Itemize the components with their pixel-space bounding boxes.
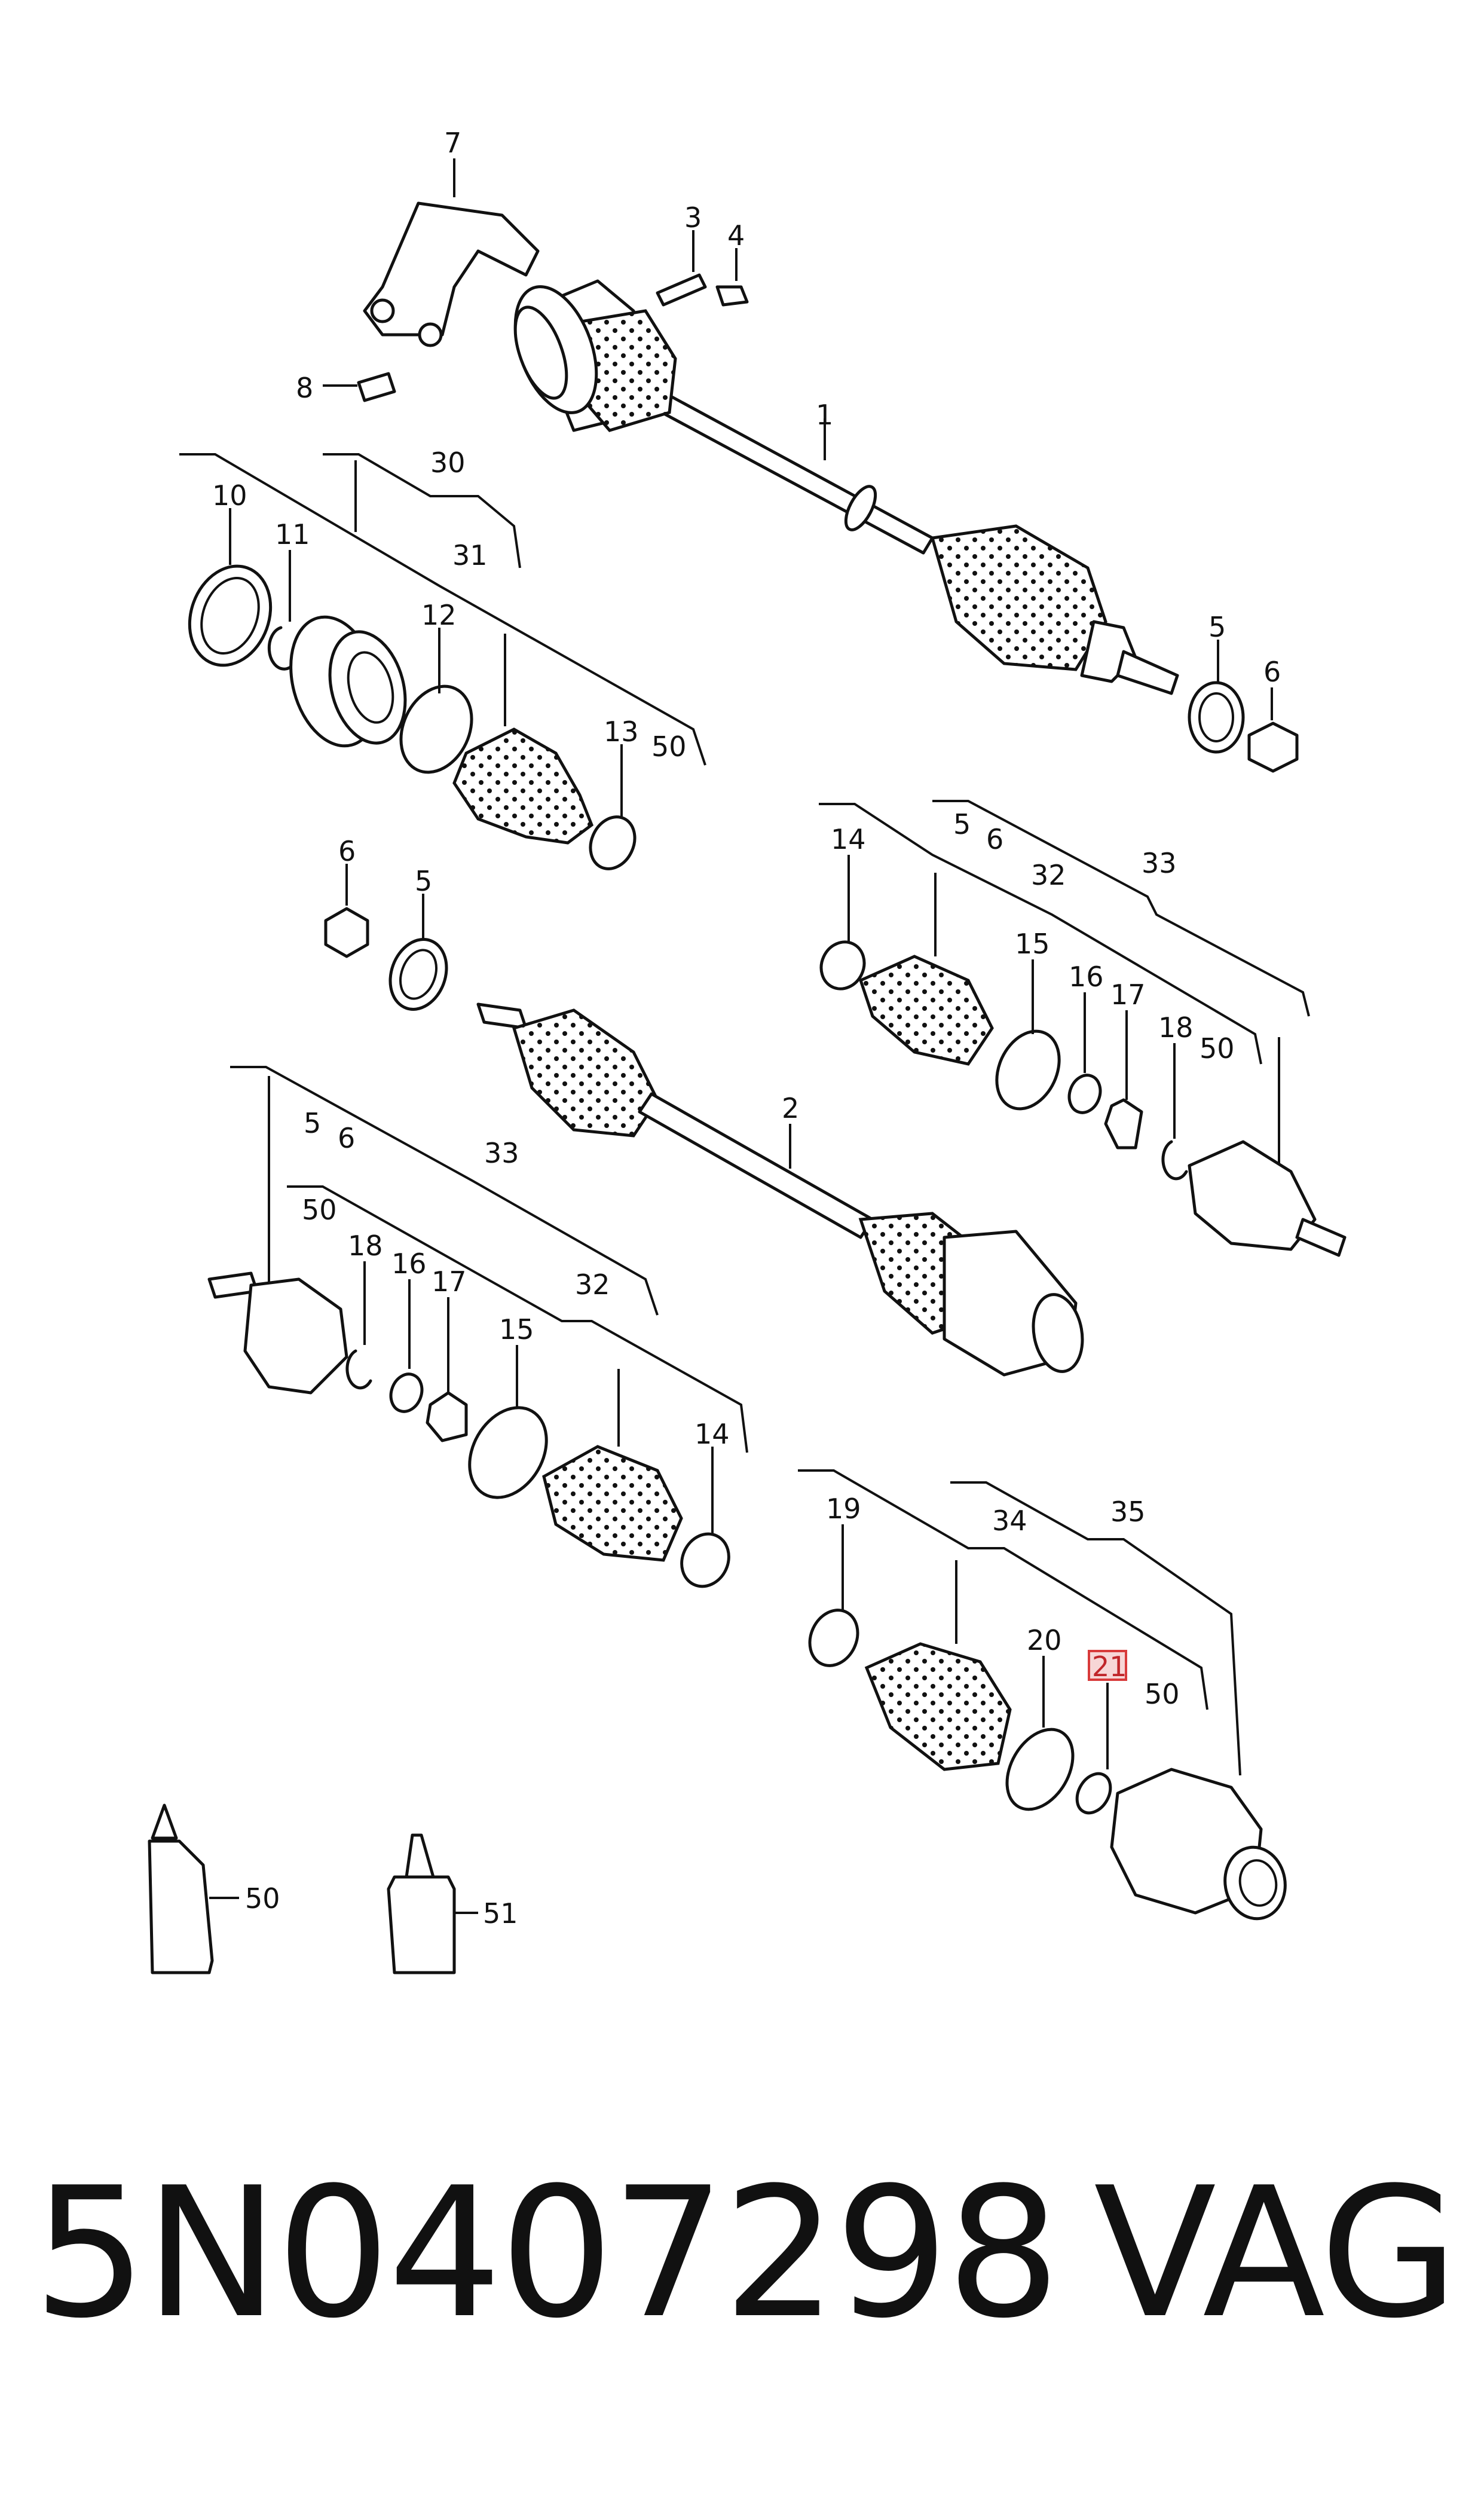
label-16-lower: 16 xyxy=(391,1248,427,1280)
clamp-12 xyxy=(399,684,473,774)
ring-5-upper xyxy=(1188,681,1245,754)
label-14-upper: 14 xyxy=(831,823,866,855)
clamp-15-upper xyxy=(995,1029,1061,1111)
outer-joint-35 xyxy=(1110,1768,1287,1921)
clip-3 xyxy=(656,273,707,307)
label-7: 7 xyxy=(444,127,461,159)
clamp-15-lower xyxy=(468,1406,548,1499)
brand-name: VAG xyxy=(1094,2149,1458,2358)
clamp-19 xyxy=(808,1609,859,1667)
label-32-right: 32 xyxy=(1031,859,1066,891)
ring-5-middle xyxy=(388,938,448,1011)
label-13: 13 xyxy=(604,716,639,748)
part-number: 5N0407298 xyxy=(33,2149,1060,2358)
label-51: 51 xyxy=(483,1897,518,1930)
label-50-kit-bottom: 50 xyxy=(1145,1678,1180,1710)
label-18-lower: 18 xyxy=(348,1230,383,1262)
bolt-4 xyxy=(715,285,749,307)
boot-31 xyxy=(452,727,594,845)
circlip-21 xyxy=(1075,1772,1112,1815)
label-4: 4 xyxy=(727,219,745,252)
label-19: 19 xyxy=(826,1493,861,1525)
label-15-upper: 15 xyxy=(1015,928,1050,960)
label-34: 34 xyxy=(992,1505,1027,1537)
ring-10 xyxy=(188,564,273,667)
label-6-middle: 6 xyxy=(338,835,356,867)
clamp-20 xyxy=(1005,1728,1075,1811)
bolt-8 xyxy=(357,372,396,402)
label-17-upper: 17 xyxy=(1110,979,1146,1011)
boot-32-upper xyxy=(858,955,994,1066)
label-16-upper: 16 xyxy=(1069,961,1104,993)
circlip-18-lower xyxy=(345,1349,372,1390)
label-21: 21 xyxy=(1092,1650,1127,1683)
boot-32-lower xyxy=(542,1445,683,1562)
clamp-13 xyxy=(589,815,637,870)
ring-16-lower xyxy=(389,1372,424,1413)
label-32-left: 32 xyxy=(575,1268,610,1301)
nut-6-upper xyxy=(1247,722,1299,773)
label-33-right: 33 xyxy=(1142,847,1177,879)
label-12: 12 xyxy=(421,599,457,631)
cap-17-upper xyxy=(1104,1098,1143,1150)
label-6-kit-right: 6 xyxy=(986,823,1003,855)
label-50-kit-left: 50 xyxy=(302,1194,337,1226)
label-2: 2 xyxy=(782,1092,799,1124)
label-1: 1 xyxy=(816,399,833,431)
label-50-kit-upper: 50 xyxy=(651,730,687,763)
label-11: 11 xyxy=(275,518,310,551)
label-30: 30 xyxy=(430,447,466,479)
label-50-kit-right: 50 xyxy=(1200,1032,1235,1065)
nut-6-middle xyxy=(324,907,369,958)
cap-17-lower xyxy=(426,1391,468,1442)
label-5-upper: 5 xyxy=(1208,611,1226,643)
sealant-bottle-51 xyxy=(387,1833,456,1974)
clamp-14-lower xyxy=(680,1532,730,1588)
label-50-grease: 50 xyxy=(245,1882,280,1915)
label-5-kit-right: 5 xyxy=(953,808,971,840)
label-8: 8 xyxy=(296,372,313,404)
grease-tube-50 xyxy=(148,1803,214,1974)
inner-joint-33-upper xyxy=(1188,1140,1347,1257)
label-33-left: 33 xyxy=(484,1137,519,1169)
clamp-14-upper xyxy=(819,940,866,990)
label-15-lower: 15 xyxy=(499,1313,534,1346)
ring-16-upper xyxy=(1067,1074,1102,1114)
label-10: 10 xyxy=(212,479,247,512)
joint-housing-30 xyxy=(289,615,407,748)
label-20: 20 xyxy=(1027,1624,1062,1656)
label-35: 35 xyxy=(1110,1496,1146,1528)
label-31: 31 xyxy=(452,539,488,571)
label-5-middle: 5 xyxy=(415,865,432,897)
inner-joint-33-lower xyxy=(207,1271,348,1395)
drive-shaft-2 xyxy=(476,1002,1084,1377)
label-6-upper: 6 xyxy=(1263,656,1281,688)
highlight-box-21 xyxy=(1088,1650,1127,1681)
label-14-lower: 14 xyxy=(694,1418,730,1450)
label-17-lower: 17 xyxy=(432,1265,467,1298)
drive-shaft-1 xyxy=(513,279,1179,695)
label-5-kit-left: 5 xyxy=(304,1107,321,1139)
boot-34 xyxy=(864,1642,1012,1771)
heat-shield-7 xyxy=(363,201,540,347)
label-6-kit-left: 6 xyxy=(338,1122,355,1154)
label-3: 3 xyxy=(684,201,702,234)
label-18-upper: 18 xyxy=(1158,1011,1194,1044)
circlip-18-upper xyxy=(1161,1140,1188,1181)
